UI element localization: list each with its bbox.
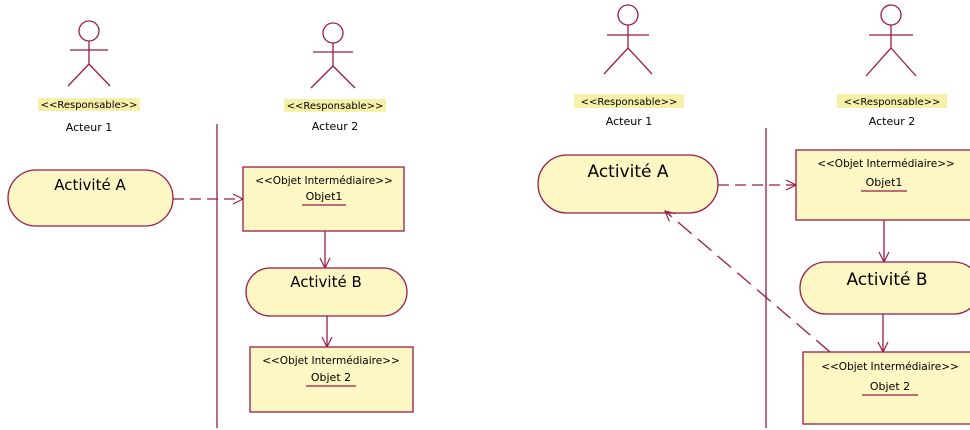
actor-stereotype: <<Responsable>>	[844, 97, 941, 108]
right-diagram: <<Responsable>> Acteur 1 <<Responsable>>…	[537, 4, 970, 428]
actor-name: Acteur 1	[66, 121, 112, 134]
actor-icon	[865, 4, 917, 77]
right-object-2[interactable]: <<Objet Intermédiaire>> Objet 2	[802, 351, 970, 425]
actor-stereotype: <<Responsable>>	[41, 100, 138, 111]
right-activity-b[interactable]: Activité B	[799, 261, 970, 315]
actor-name: Acteur 1	[606, 115, 652, 128]
actor-stereotype: <<Responsable>>	[287, 101, 384, 112]
object-stereotype: <<Objet Intermédiaire>>	[821, 361, 959, 373]
object-stereotype: <<Objet Intermédiaire>>	[817, 158, 955, 170]
actor-icon	[310, 22, 356, 89]
right-actor-1[interactable]: <<Responsable>> Acteur 1	[574, 4, 684, 128]
activity-label: Activité B	[846, 270, 927, 290]
left-diagram: <<Responsable>> Acteur 1 <<Responsable>>…	[7, 20, 414, 428]
actor-stereotype: <<Responsable>>	[581, 97, 678, 108]
left-actor-2[interactable]: <<Responsable>> Acteur 2	[284, 22, 386, 133]
right-actor-2[interactable]: <<Responsable>> Acteur 2	[837, 4, 947, 128]
right-activity-a[interactable]: Activité A	[537, 154, 719, 214]
object-name: Objet 2	[870, 380, 910, 393]
actor-icon	[67, 20, 111, 87]
actor-name: Acteur 2	[869, 115, 915, 128]
left-activity-b[interactable]: Activité B	[245, 267, 408, 317]
left-actor-1[interactable]: <<Responsable>> Acteur 1	[38, 20, 140, 134]
actor-name: Acteur 2	[312, 120, 358, 133]
activity-label: Activité A	[587, 162, 668, 182]
object-stereotype: <<Objet Intermédiaire>>	[262, 355, 400, 367]
object-name: Objet1	[306, 190, 343, 203]
actor-icon	[603, 4, 653, 75]
left-object-2[interactable]: <<Objet Intermédiaire>> Objet 2	[249, 346, 414, 413]
activity-label: Activité B	[290, 273, 362, 291]
left-object-1[interactable]: <<Objet Intermédiaire>> Objet1	[242, 166, 405, 232]
left-activity-a[interactable]: Activité A	[7, 169, 174, 227]
right-object-1[interactable]: <<Objet Intermédiaire>> Objet1	[795, 149, 970, 221]
object-name: Objet 2	[311, 371, 351, 384]
object-stereotype: <<Objet Intermédiaire>>	[255, 175, 393, 187]
activity-label: Activité A	[54, 176, 126, 194]
return-flow-arrow	[665, 211, 831, 353]
object-name: Objet1	[866, 176, 903, 189]
